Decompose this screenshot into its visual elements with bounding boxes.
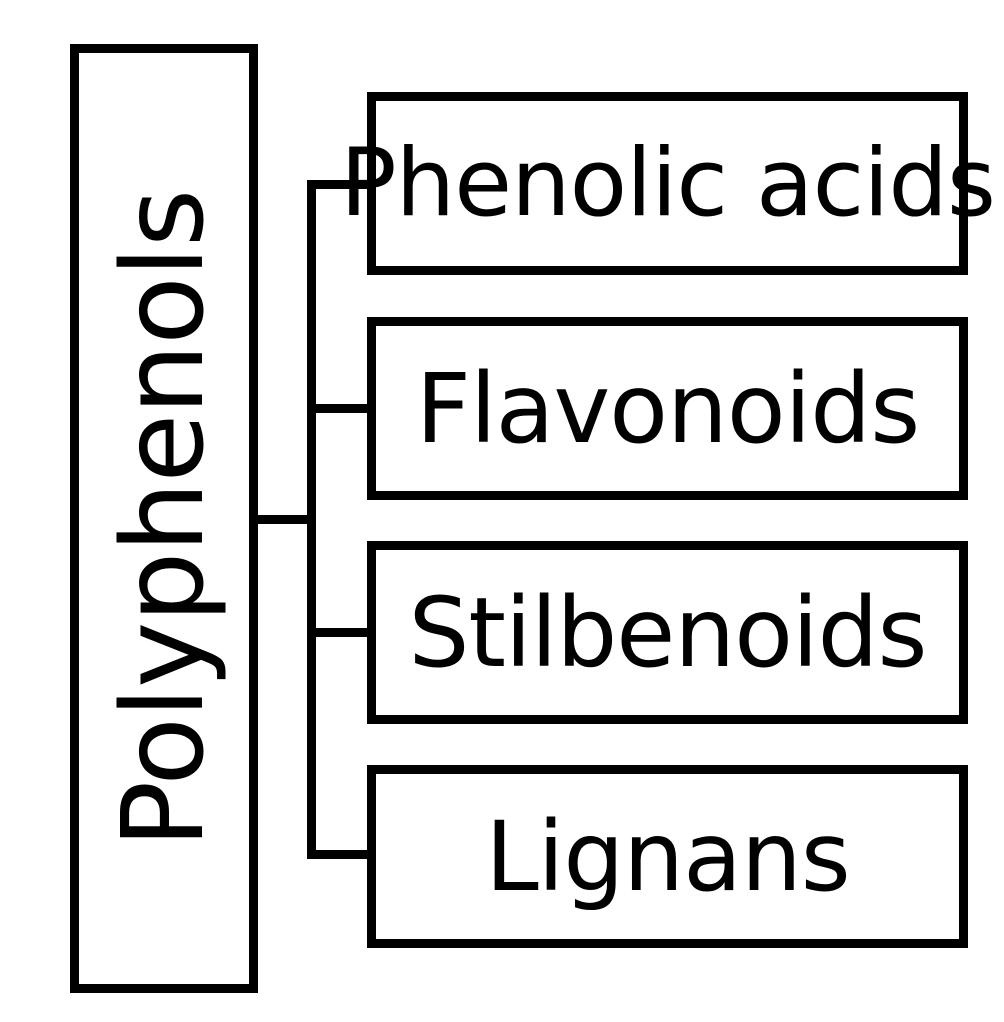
child-node-phenolic-acids[interactable]: Phenolic acids [340,92,996,275]
root-node-label: Polyphenols [99,189,229,848]
child-node-label: Lignans [485,800,851,913]
connector-branch-phenolic-acids [307,180,368,189]
root-node-polyphenols[interactable]: Polyphenols [70,44,258,993]
connector-vertical-trunk [307,180,316,859]
connector-branch-flavonoids [307,404,368,413]
connector-branch-lignans [307,850,368,859]
connector-root-stub [257,515,316,524]
connector-branch-stilbenoids [307,628,368,637]
child-node-label: Flavonoids [415,352,920,465]
child-node-stilbenoids[interactable]: Stilbenoids [367,541,968,724]
child-node-lignans[interactable]: Lignans [367,765,968,948]
child-node-flavonoids[interactable]: Flavonoids [367,317,968,500]
child-node-label: Phenolic acids [340,128,996,238]
child-node-label: Stilbenoids [408,576,927,689]
